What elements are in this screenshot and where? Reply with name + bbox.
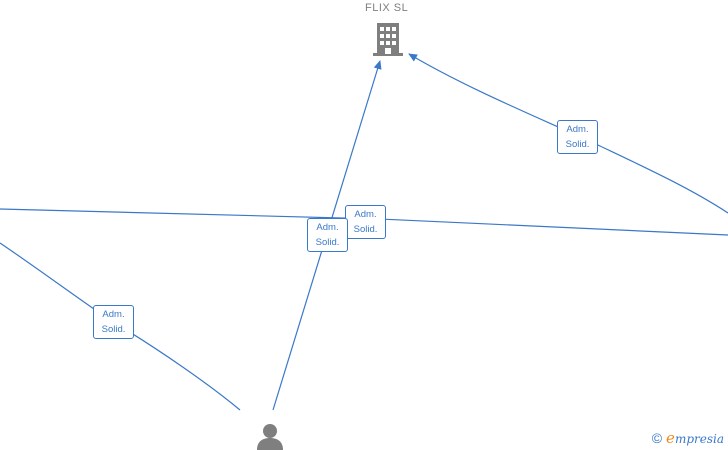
edge-label-line1: Adm. bbox=[354, 209, 377, 220]
edge-label-line2: Solid. bbox=[315, 237, 340, 248]
edge-label-line1: Adm. bbox=[316, 222, 339, 233]
edge-label-adm-solid[interactable]: Adm. Solid. bbox=[557, 120, 598, 154]
edge-label-line1: Adm. bbox=[102, 309, 125, 320]
edge-label-line2: Solid. bbox=[565, 139, 590, 150]
empresia-watermark: ©empresia bbox=[652, 429, 724, 447]
person-icon[interactable] bbox=[255, 422, 285, 450]
edge-right-company bbox=[408, 53, 728, 214]
edge-label-line2: Solid. bbox=[101, 324, 126, 335]
edge-label-line1: Adm. bbox=[566, 124, 589, 135]
edge-label-adm-solid[interactable]: Adm. Solid. bbox=[345, 205, 386, 239]
brand-logo-letter: e bbox=[666, 429, 675, 447]
company-name[interactable]: FLIX SL bbox=[365, 2, 409, 14]
brand-name: mpresia bbox=[674, 432, 724, 446]
edge-label-adm-solid[interactable]: Adm. Solid. bbox=[307, 218, 348, 252]
edge-label-line2: Solid. bbox=[353, 224, 378, 235]
building-icon[interactable] bbox=[371, 21, 405, 62]
edge-label-adm-solid[interactable]: Adm. Solid. bbox=[93, 305, 134, 339]
copyright-symbol: © bbox=[651, 430, 663, 446]
